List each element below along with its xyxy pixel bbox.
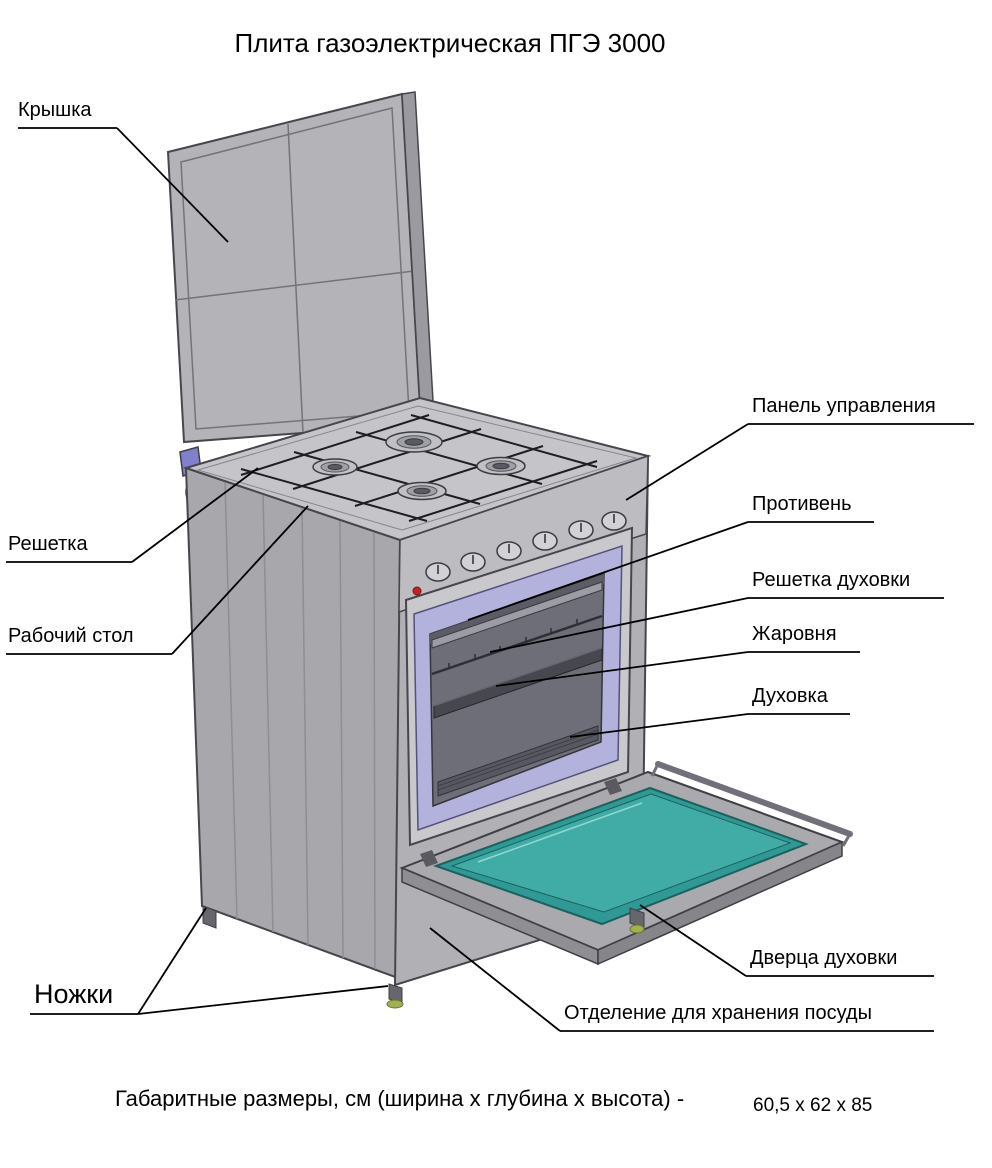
leader-dukhovka — [569, 713, 850, 738]
leg — [386, 983, 404, 1009]
legs — [202, 905, 645, 1009]
label-nozhki: Ножки — [34, 979, 114, 1009]
label-rabochiy-stol: Рабочий стол — [8, 625, 134, 647]
leader-nozhki — [30, 907, 389, 1015]
leader-panel-upravleniya — [625, 423, 974, 501]
burner — [397, 481, 447, 501]
burners — [312, 431, 526, 501]
leader-kryshka — [18, 127, 229, 243]
baking-tray — [431, 581, 603, 649]
stove-lid — [166, 91, 435, 444]
leader-reshetka-dukhovki — [489, 597, 944, 653]
control-knob — [601, 511, 627, 531]
burner — [312, 458, 358, 476]
leader-otdelenie — [429, 927, 934, 1032]
label-protiven: Противень — [752, 493, 852, 515]
control-knob — [532, 531, 558, 551]
oven — [404, 526, 634, 847]
door-handle — [650, 761, 853, 847]
leader-rabochiy-stol — [6, 505, 309, 655]
label-zharovnya: Жаровня — [752, 623, 837, 645]
oven-door — [399, 761, 853, 966]
leg — [202, 905, 217, 929]
control-panel — [398, 454, 649, 614]
leader-lines — [6, 127, 974, 1032]
indicator-light — [412, 586, 422, 596]
label-otdelenie: Отделение для хранения посуды — [564, 1002, 872, 1024]
burner — [476, 456, 526, 476]
label-reshetka: Решетка — [8, 533, 88, 555]
control-knob — [568, 520, 594, 540]
burner — [385, 431, 443, 453]
label-kryshka: Крышка — [18, 99, 92, 121]
leader-dvertsa-dukhovki — [639, 904, 934, 977]
control-knob — [496, 541, 522, 561]
leader-reshetka — [6, 467, 259, 563]
oven-rack — [431, 614, 603, 676]
door-hinge — [420, 850, 438, 867]
leader-protiven — [467, 521, 874, 621]
label-dukhovka: Духовка — [752, 685, 828, 707]
leader-zharovnya — [495, 651, 860, 687]
leg — [629, 907, 645, 934]
label-dvertsa-dukhovki: Дверца духовки — [750, 947, 898, 969]
dimensions-label: Габаритные размеры, см (ширина x глубина… — [115, 1086, 685, 1111]
control-knob — [425, 562, 451, 582]
door-hinge — [604, 778, 622, 795]
control-knob — [460, 552, 486, 572]
page-title: Плита газоэлектрическая ПГЭ 3000 — [234, 28, 666, 58]
label-reshetka-dukhovki: Решетка духовки — [752, 569, 911, 591]
label-panel-upravleniya: Панель управления — [752, 395, 936, 417]
dimensions-value: 60,5 x 62 x 85 — [753, 1095, 873, 1116]
oven-floor-grill — [437, 725, 599, 797]
